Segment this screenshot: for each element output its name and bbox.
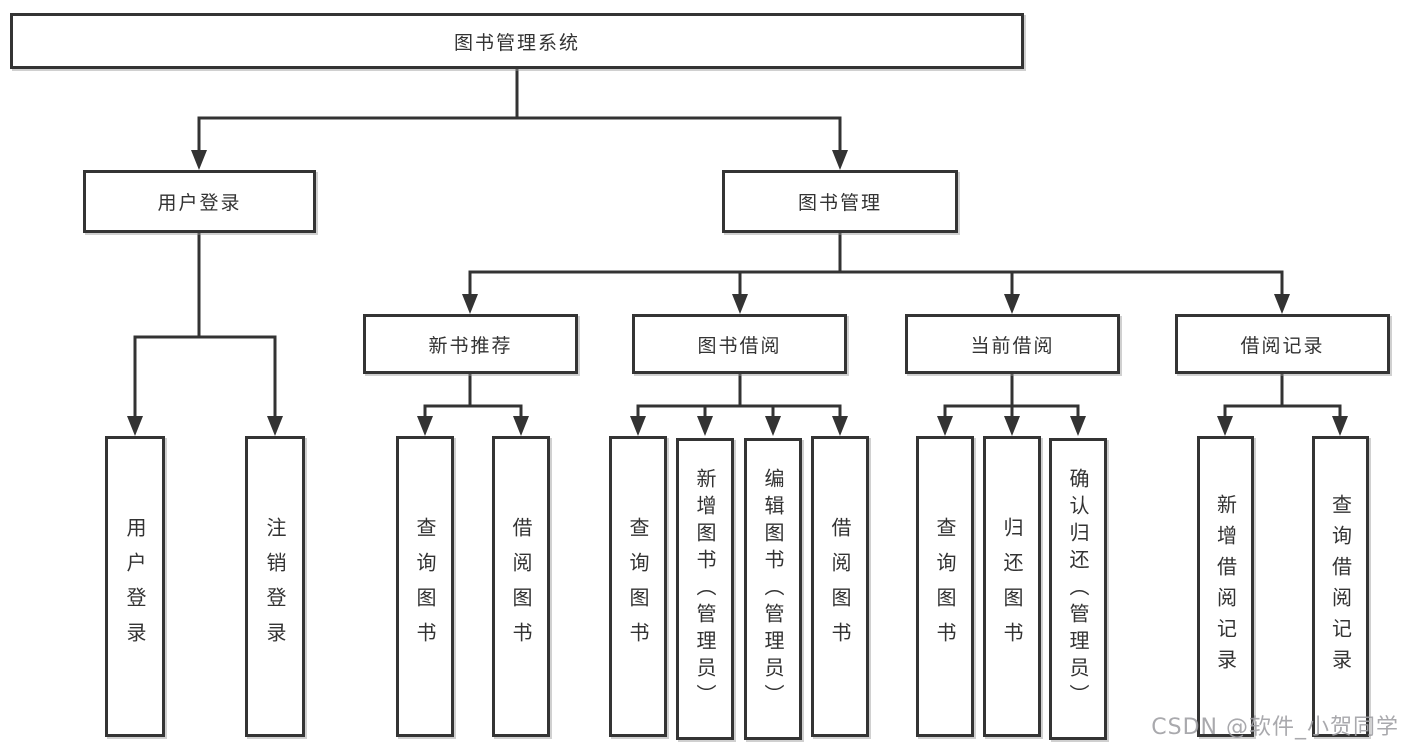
leaf-recommend-query-books: 查询图书 <box>396 436 454 737</box>
node-current-borrow: 当前借阅 <box>905 314 1120 374</box>
arrowheads <box>127 150 1348 436</box>
node-book-borrow: 图书借阅 <box>632 314 847 374</box>
leaf-borrow-query-books-label: 查询图书 <box>626 516 650 657</box>
leaf-query-borrow-record: 查询借阅记录 <box>1312 436 1369 737</box>
node-new-book-recommend-label: 新书推荐 <box>428 334 513 357</box>
leaf-user-login: 用户登录 <box>105 436 165 737</box>
leaf-edit-books-admin-label: 编辑图书（管理员） <box>761 467 785 711</box>
leaf-add-borrow-record-label: 新增借阅记录 <box>1213 493 1238 680</box>
leaf-return-books-label: 归还图书 <box>1000 516 1024 657</box>
leaf-borrow-books-label: 借阅图书 <box>828 516 852 657</box>
leaf-confirm-return-admin: 确认归还（管理员） <box>1049 438 1107 740</box>
leaf-recommend-borrow-books-label: 借阅图书 <box>509 516 533 657</box>
leaf-user-login-label: 用户登录 <box>123 516 147 657</box>
leaf-confirm-return-admin-label: 确认归还（管理员） <box>1066 467 1090 711</box>
connector-paths <box>133 69 1342 418</box>
leaf-current-query-books: 查询图书 <box>916 436 974 737</box>
node-book-borrow-label: 图书借阅 <box>697 334 782 357</box>
leaf-borrow-books: 借阅图书 <box>811 436 869 737</box>
leaf-add-books-admin-label: 新增图书（管理员） <box>693 467 717 711</box>
node-book-mgmt-branch-label: 图书管理 <box>797 192 882 214</box>
node-root-label: 图书管理系统 <box>453 31 580 54</box>
leaf-query-borrow-record-label: 查询借阅记录 <box>1328 493 1353 680</box>
leaf-edit-books-admin: 编辑图书（管理员） <box>744 438 802 740</box>
node-current-borrow-label: 当前借阅 <box>970 334 1055 357</box>
csdn-watermark: CSDN @软件_小贺同学 <box>1151 715 1399 740</box>
leaf-current-query-books-label: 查询图书 <box>933 516 957 657</box>
node-book-mgmt-branch: 图书管理 <box>722 170 958 233</box>
leaf-borrow-query-books: 查询图书 <box>609 436 667 737</box>
node-user-login-branch-label: 用户登录 <box>157 192 242 214</box>
leaf-logout: 注销登录 <box>245 436 305 737</box>
leaf-recommend-query-books-label: 查询图书 <box>413 516 437 657</box>
node-user-login-branch: 用户登录 <box>83 170 316 233</box>
node-root: 图书管理系统 <box>10 13 1024 69</box>
leaf-return-books: 归还图书 <box>983 436 1041 737</box>
leaf-logout-label: 注销登录 <box>263 516 287 657</box>
node-borrow-records-label: 借阅记录 <box>1240 334 1325 357</box>
leaf-recommend-borrow-books: 借阅图书 <box>492 436 550 737</box>
leaf-add-borrow-record: 新增借阅记录 <box>1197 436 1254 737</box>
leaf-add-books-admin: 新增图书（管理员） <box>676 438 734 740</box>
node-borrow-records: 借阅记录 <box>1175 314 1390 374</box>
node-new-book-recommend: 新书推荐 <box>363 314 578 374</box>
